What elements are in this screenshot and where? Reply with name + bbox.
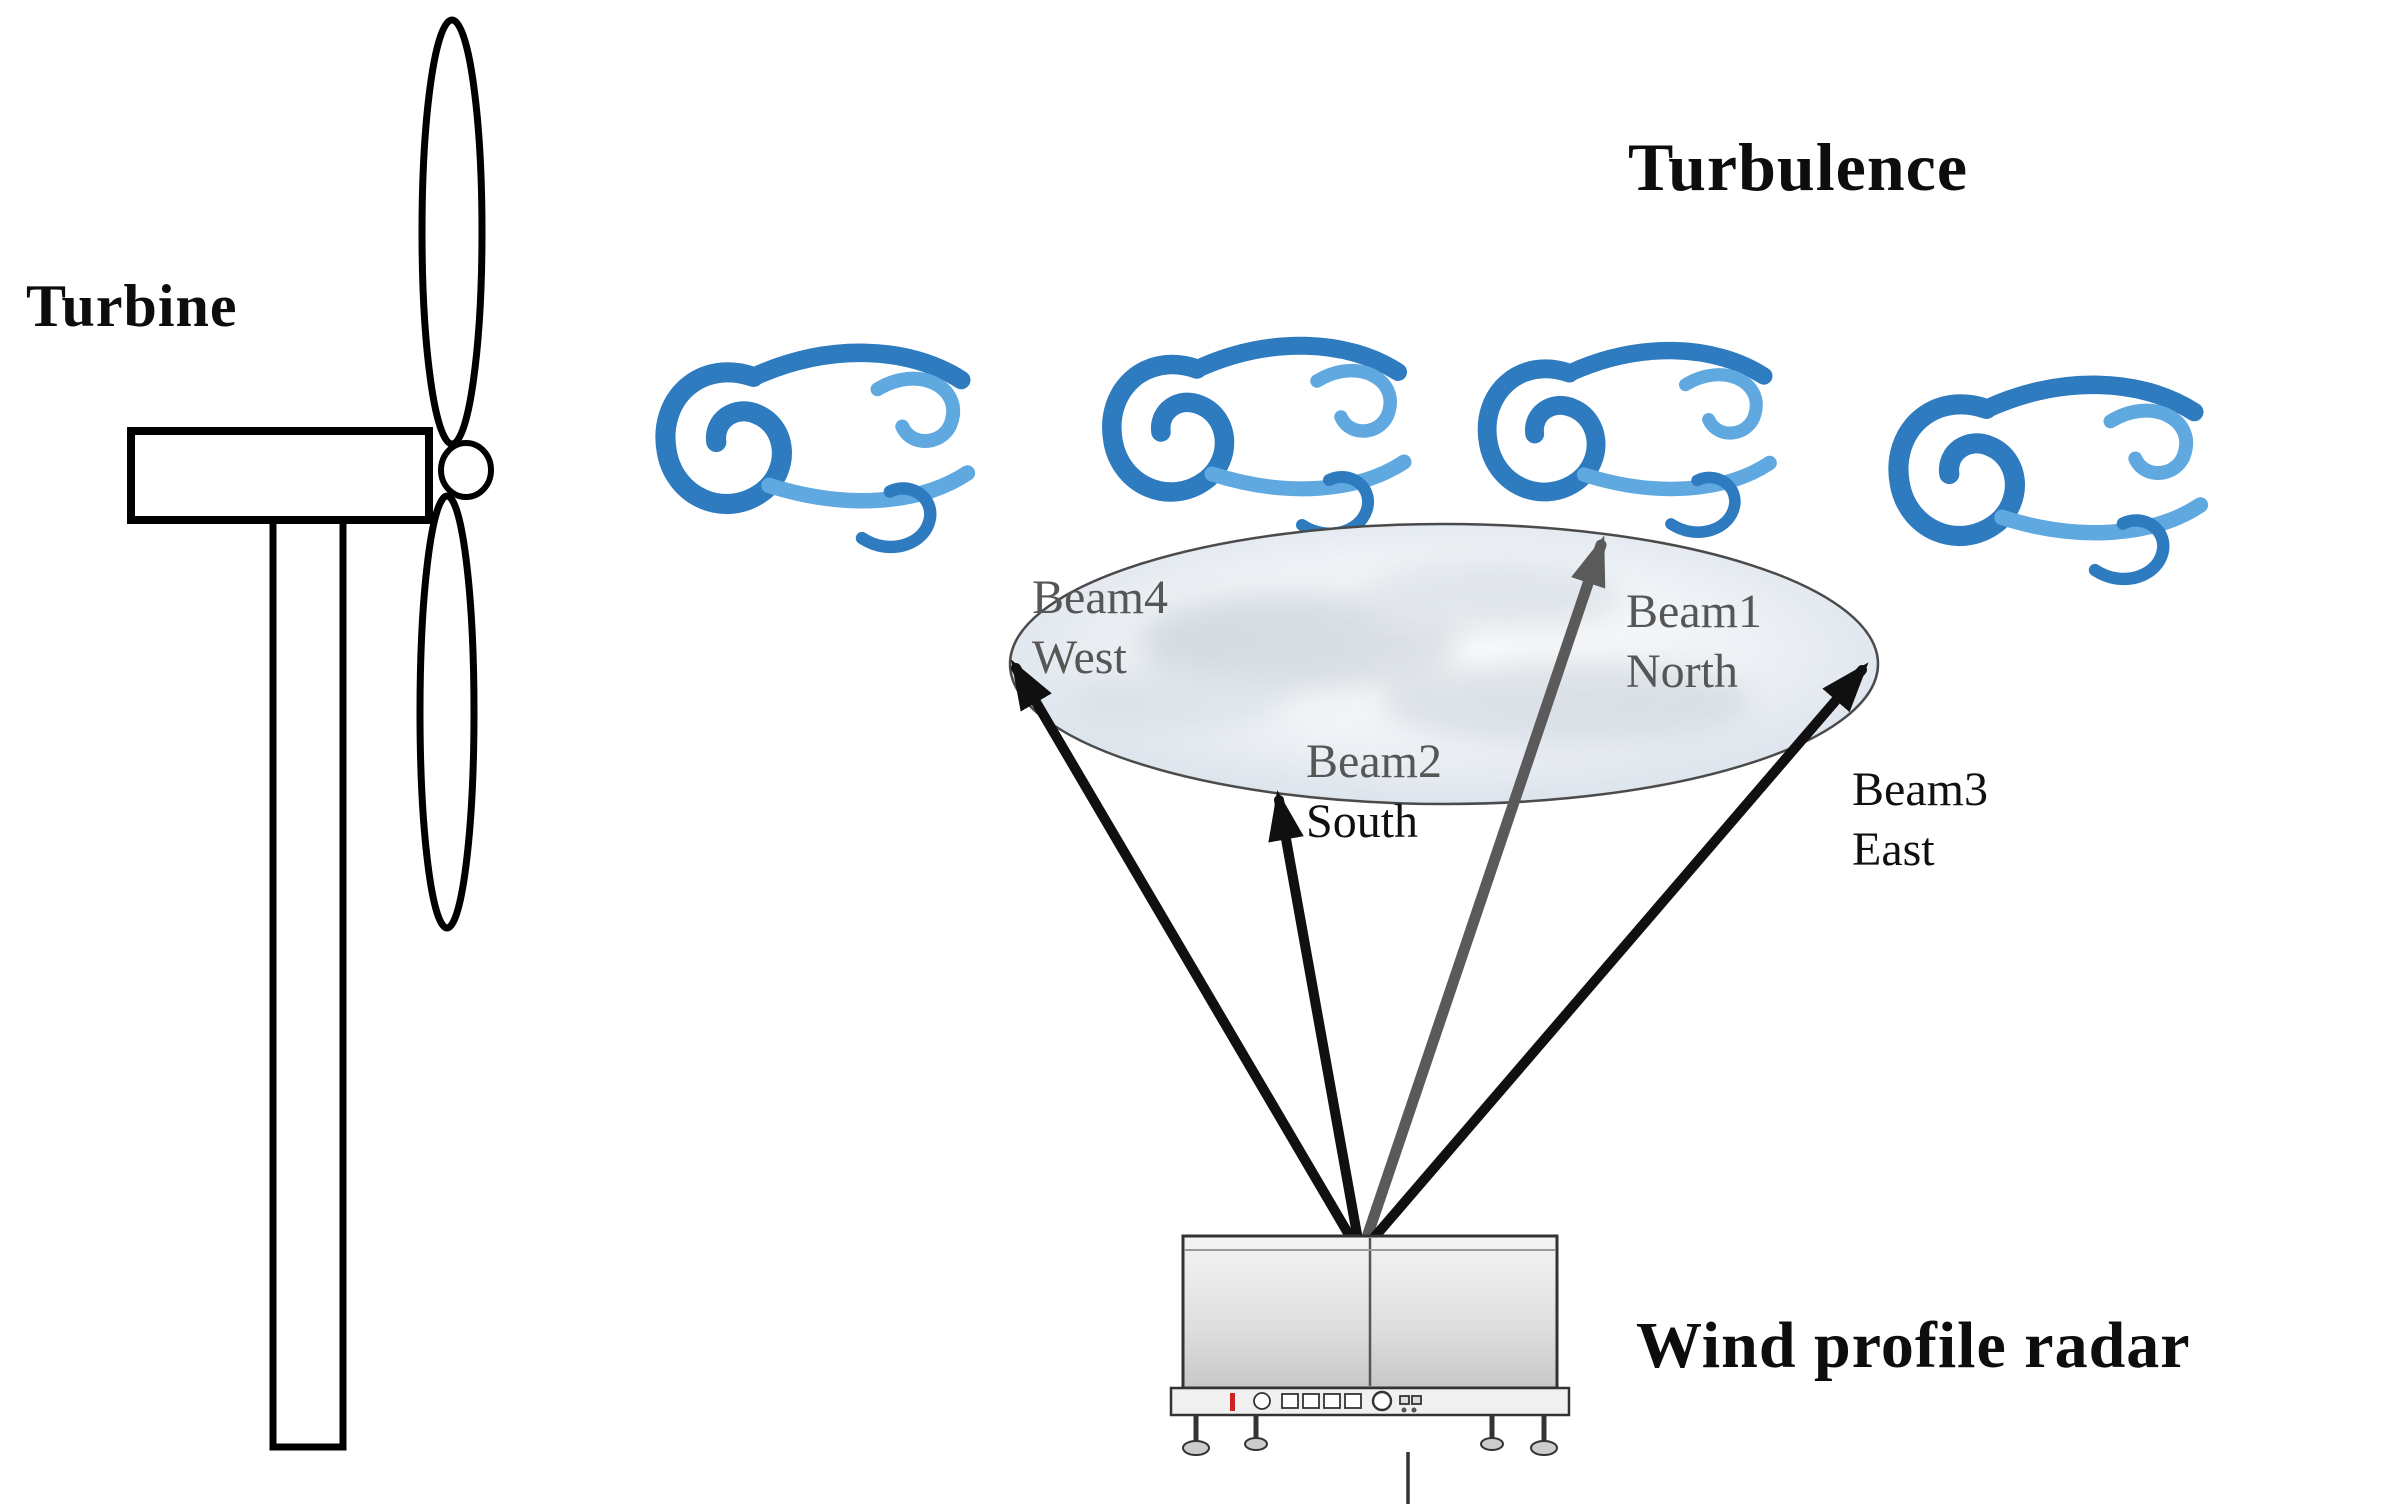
radar-red-indicator — [1230, 1393, 1235, 1411]
turbulence-label: Turbulence — [1628, 129, 1969, 205]
wind-profile-radar-illustration — [1169, 1234, 1571, 1504]
beam1-north-label: Beam1 North — [1626, 582, 1762, 703]
radar-base-frame — [1169, 1386, 1571, 1417]
radar-port-mini — [1399, 1395, 1410, 1405]
beam3-east-label: Beam3 East — [1852, 760, 1988, 881]
wind-swirl-icon — [1112, 346, 1404, 534]
beam4-west-arrow — [1010, 659, 1357, 1245]
turbine-hub — [438, 440, 494, 500]
beam2-direction: South — [1306, 795, 1419, 849]
radar-scan-disk — [1008, 522, 1880, 806]
beam4-name: Beam4 — [1032, 571, 1168, 624]
wind-turbine-illustration — [127, 16, 494, 1451]
radar-port-connector — [1371, 1390, 1393, 1412]
beam3-name: Beam3 — [1852, 763, 1988, 816]
beam1-name: Beam1 — [1626, 585, 1762, 638]
beam2-name: Beam2 — [1306, 735, 1442, 788]
wind-profile-radar-label: Wind profile radar — [1636, 1309, 2191, 1382]
radar-port-square — [1344, 1393, 1362, 1409]
turbine-tower — [269, 515, 347, 1451]
radar-port-mini — [1411, 1395, 1422, 1405]
beam3-direction: East — [1852, 823, 1935, 877]
beam1-direction: North — [1626, 645, 1738, 699]
beam1-north-arrow — [1360, 535, 1607, 1246]
radar-feet — [1182, 1415, 1558, 1456]
beam3-east-arrow — [1367, 662, 1869, 1245]
radar-port-dot — [1411, 1407, 1417, 1413]
radar-port-square — [1323, 1393, 1341, 1409]
turbine-label: Turbine — [26, 273, 238, 339]
radar-port-row — [1230, 1390, 1422, 1413]
turbine-blade-lower — [416, 492, 478, 932]
wind-swirl-icon — [1898, 385, 2200, 579]
radar-beams — [1010, 535, 1869, 1246]
radar-port-square — [1302, 1393, 1320, 1409]
wind-swirl-icon — [1487, 351, 1769, 533]
beam2-south-arrow — [1268, 790, 1363, 1245]
beam4-west-label: Beam4 West — [1032, 568, 1168, 689]
radar-port-dot — [1401, 1407, 1407, 1413]
beam2-south-label: Beam2 South — [1306, 732, 1442, 853]
turbine-nacelle — [127, 427, 433, 524]
beam4-direction: West — [1032, 631, 1127, 685]
wind-swirl-icon — [665, 353, 967, 547]
turbine-blade-upper — [418, 16, 486, 448]
radar-port-square — [1281, 1393, 1299, 1409]
radar-port-round — [1253, 1392, 1271, 1410]
